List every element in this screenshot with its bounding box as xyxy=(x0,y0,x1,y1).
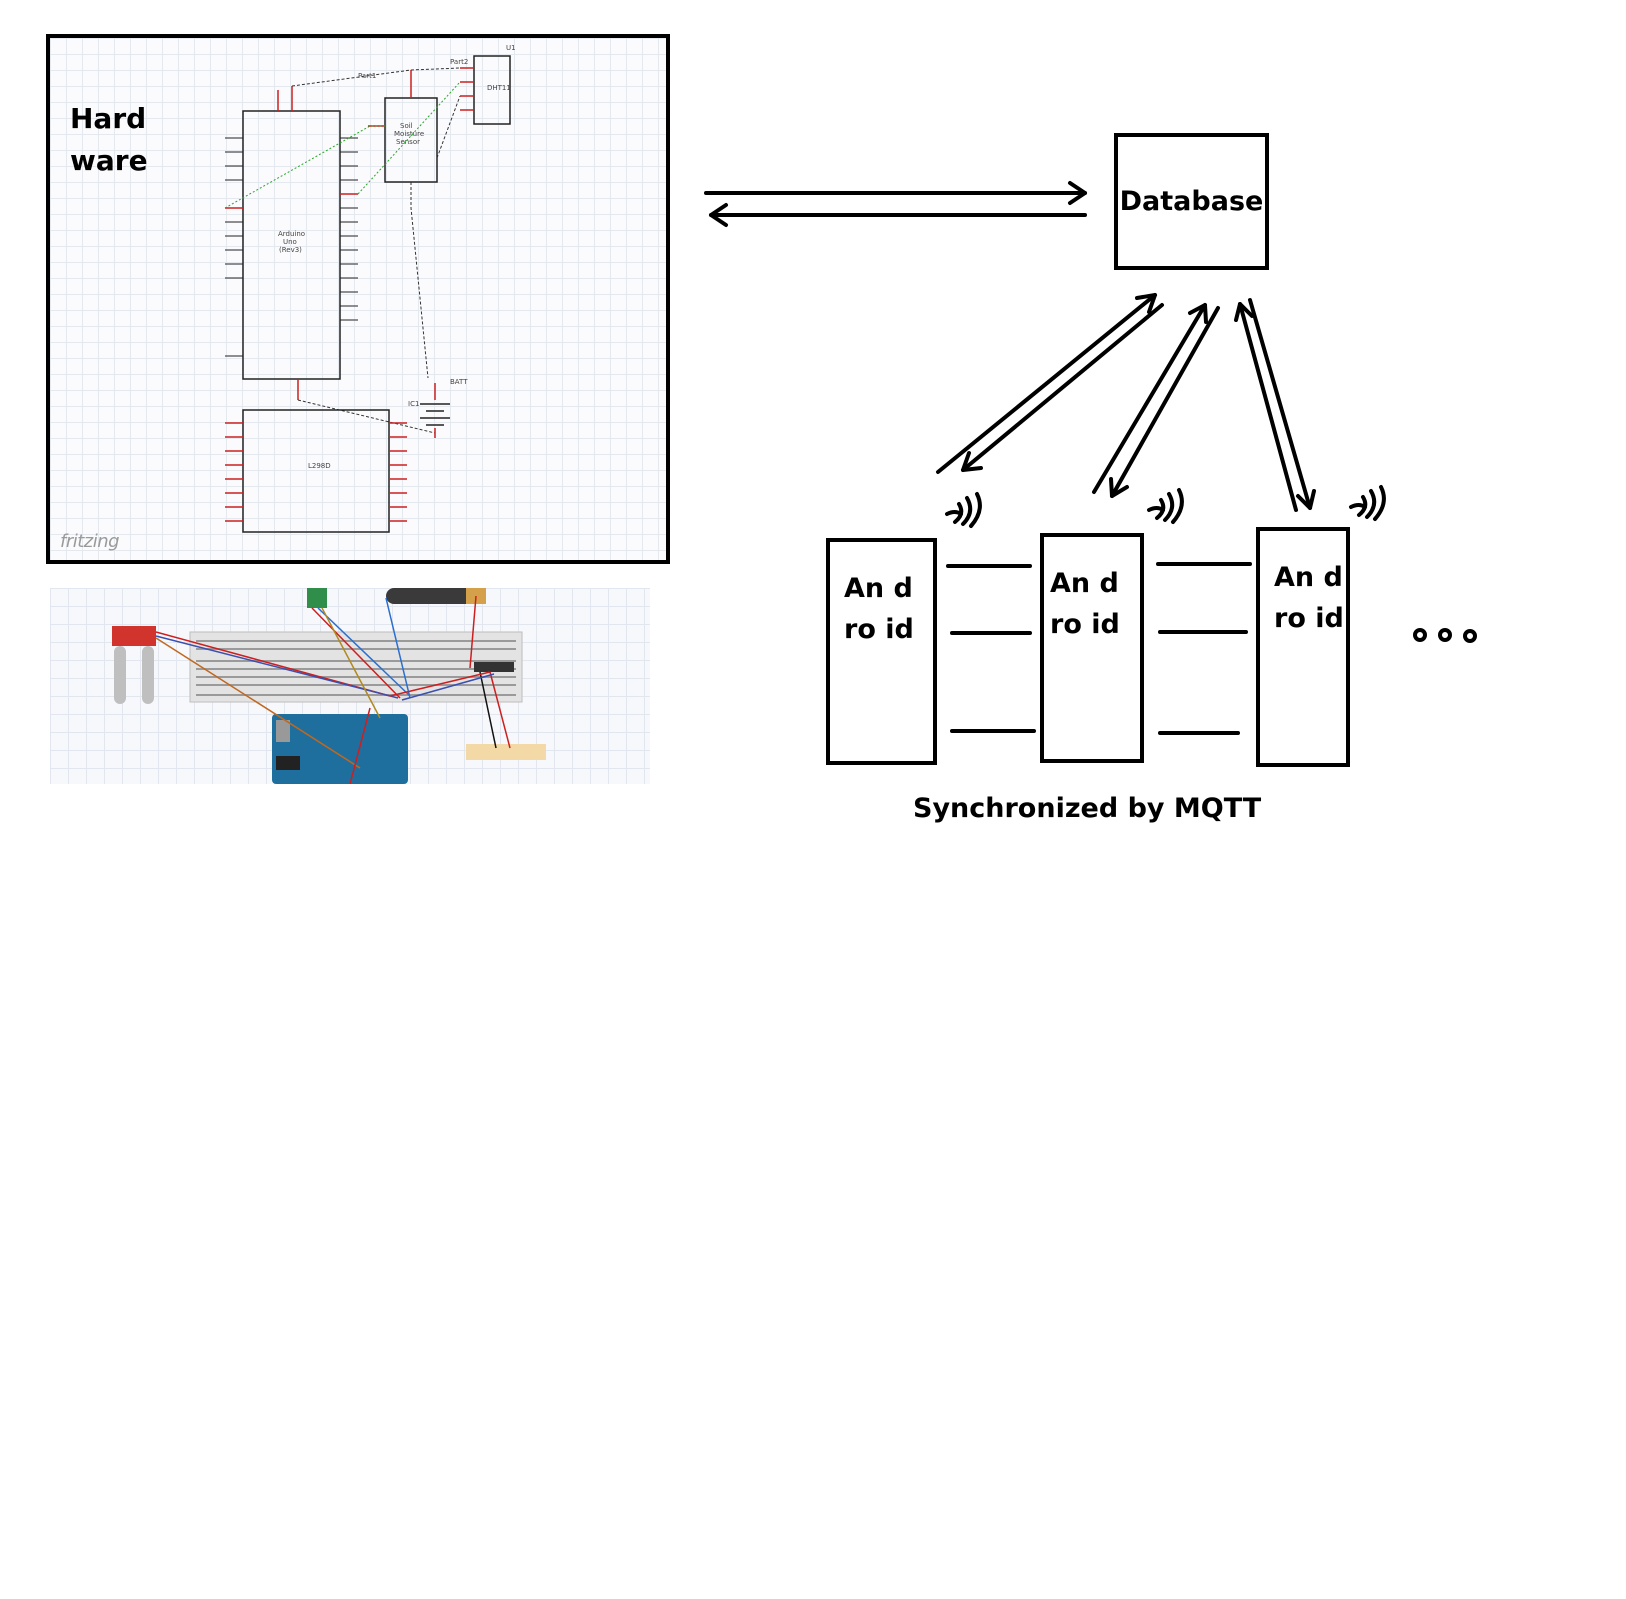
android-device-3: An dro id xyxy=(1256,527,1350,767)
battery-cell xyxy=(386,588,486,604)
android-device-1: An dro id xyxy=(826,538,937,765)
fritzing-watermark: fritzing xyxy=(60,531,120,552)
android-device-2: An dro id xyxy=(1040,533,1144,763)
arrow-db-android1-up xyxy=(936,293,1157,474)
ellipsis-dots xyxy=(1413,628,1477,643)
svg-text:Soil: Soil xyxy=(400,122,413,130)
arduino-board xyxy=(272,714,408,784)
breadboard-view xyxy=(50,588,650,784)
battery-symbol xyxy=(420,403,450,426)
soil-probe-head xyxy=(112,626,156,646)
water-pump xyxy=(466,744,546,760)
svg-text:U1: U1 xyxy=(506,44,516,52)
android-label-3: An dro id xyxy=(1274,562,1344,634)
breadboard-drawing xyxy=(112,588,546,784)
signal-icon-1 xyxy=(945,492,982,528)
arrow-db-android3-up xyxy=(1238,302,1298,512)
signal-icon-3 xyxy=(1349,485,1386,521)
svg-text:Sensor: Sensor xyxy=(396,138,420,146)
svg-text:IC1: IC1 xyxy=(408,400,419,408)
android-label-1: An dro id xyxy=(844,573,914,645)
schematic-drawing: Arduino Uno (Rev3) Soil Moisture Sensor … xyxy=(224,44,516,533)
svg-text:DHT11: DHT11 xyxy=(487,84,511,92)
database-box: Database xyxy=(1114,133,1269,270)
svg-text:Arduino: Arduino xyxy=(278,230,305,238)
arrow-db-android1-down xyxy=(961,303,1164,472)
svg-text:BATT: BATT xyxy=(450,378,468,386)
arrow-db-android2-up xyxy=(1092,303,1207,494)
signal-icon-2 xyxy=(1147,488,1184,524)
svg-text:(Rev3): (Rev3) xyxy=(279,246,302,254)
mqtt-caption: Synchronized by MQTT xyxy=(913,793,1262,824)
arrow-db-android3-down xyxy=(1248,298,1312,510)
svg-text:Moisture: Moisture xyxy=(394,130,424,138)
arrow-db-android2-down xyxy=(1110,306,1220,498)
svg-text:L298D: L298D xyxy=(308,462,331,470)
hardware-schematic-panel: Hard ware fritzing Arduino Uno (R xyxy=(46,34,670,564)
svg-text:Part2: Part2 xyxy=(450,58,468,66)
android-label-2: An dro id xyxy=(1050,568,1120,640)
dht-sensor xyxy=(307,588,327,608)
svg-text:Uno: Uno xyxy=(283,238,297,246)
dht-block xyxy=(473,55,511,125)
hardware-title: Hard ware xyxy=(70,102,148,177)
l298-block xyxy=(242,409,390,533)
database-label: Database xyxy=(1119,186,1264,217)
